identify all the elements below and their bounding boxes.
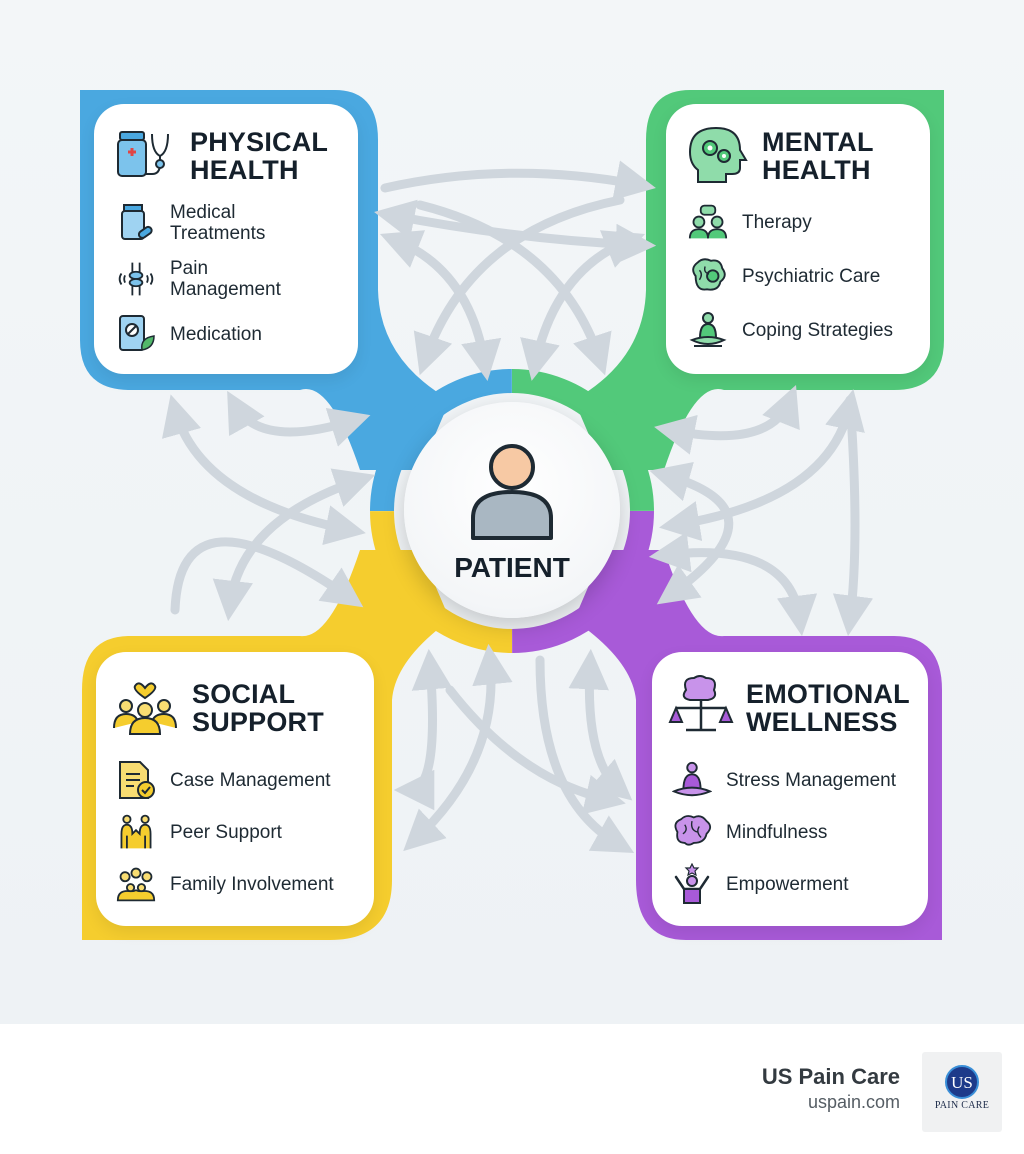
item-label: Mindfulness	[726, 821, 828, 843]
brand-name: US Pain Care	[761, 1064, 900, 1089]
item-label: Case Management	[170, 769, 331, 791]
list-item: Medication	[116, 314, 262, 354]
brain-gear-icon	[688, 256, 728, 296]
case-document-icon	[116, 760, 156, 800]
patient-icon	[471, 444, 553, 540]
patient-label: PATIENT	[454, 552, 570, 583]
item-label: Psychiatric Care	[742, 265, 881, 287]
brain-scale-icon	[668, 675, 734, 732]
item-label: Medication	[170, 323, 262, 345]
item-label: Coping Strategies	[742, 319, 894, 341]
medicine-stethoscope-icon	[117, 131, 169, 177]
head-gears-icon	[688, 126, 748, 183]
svg-text:US: US	[951, 1073, 973, 1092]
list-item: Empowerment	[672, 863, 849, 904]
item-label: Empowerment	[726, 873, 849, 895]
list-item: Therapy	[688, 202, 812, 242]
yoga-icon	[672, 760, 712, 800]
list-item: Stress Management	[672, 760, 896, 800]
meditation-icon	[688, 310, 728, 350]
footer: US Pain Care uspain.com US PAIN CARE	[0, 1024, 1024, 1154]
empowerment-icon	[672, 863, 712, 904]
item-label: Stress Management	[726, 769, 897, 791]
logo-text: PAIN CARE	[934, 1100, 990, 1111]
list-item: Mindfulness	[672, 812, 827, 852]
brand-url[interactable]: uspain.com	[807, 1092, 900, 1112]
list-item: Peer Support	[116, 812, 282, 852]
family-icon	[116, 864, 156, 904]
people-heart-icon	[113, 682, 177, 735]
item-label: Peer Support	[170, 821, 282, 843]
list-item: Family Involvement	[116, 864, 334, 904]
us-pain-care-logo: US PAIN CARE	[922, 1052, 1002, 1132]
patient-circle: PATIENT	[404, 402, 620, 618]
tablet-leaf-icon	[116, 314, 156, 354]
peers-icon	[116, 812, 156, 852]
list-item: Coping Strategies	[688, 310, 893, 350]
list-item: Psychiatric Care	[688, 256, 880, 296]
brain-icon	[672, 812, 712, 852]
logo-emblem-icon: US	[945, 1065, 979, 1099]
joint-pain-icon	[116, 259, 156, 299]
therapy-icon	[688, 202, 728, 242]
item-label: Therapy	[742, 211, 812, 233]
medicine-bottle-icon	[116, 203, 156, 243]
list-item: Case Management	[116, 760, 331, 800]
item-label: Family Involvement	[170, 873, 334, 895]
